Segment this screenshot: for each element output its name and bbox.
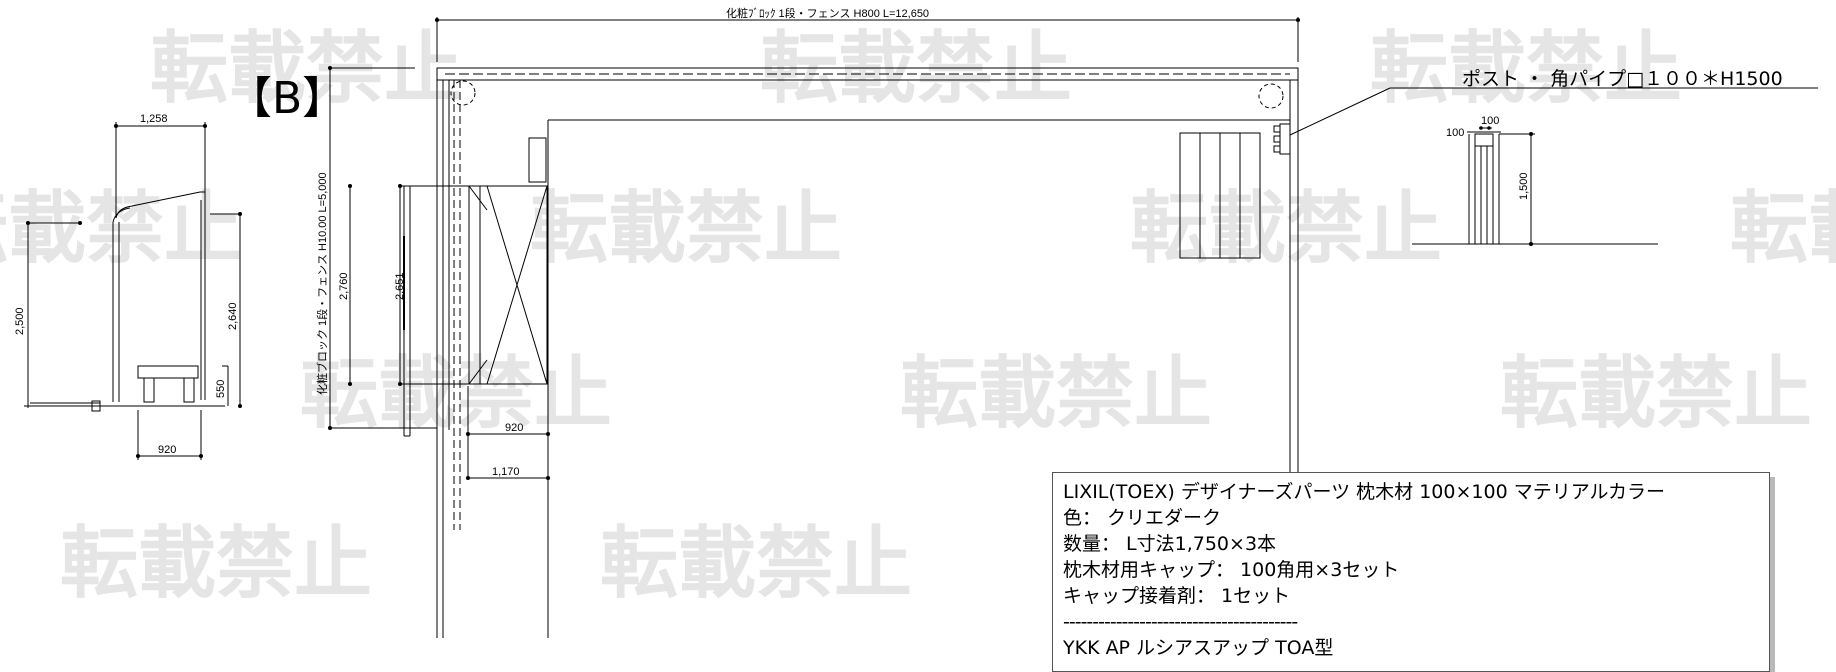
top-fence-label: 化粧ﾌﾞﾛｯｸ 1段・フェンス H800 L=12,650 [726,6,929,20]
note-line-color: 色： クリエダーク [1063,507,1222,529]
dim-550: 550 [215,380,227,398]
watermark-11: 転載禁止 [60,519,372,609]
dim-2651: 2,651 [394,272,406,300]
side-elevation [24,122,241,460]
dim-1258: 1,258 [140,113,168,125]
specification-note: LIXIL(TOEX) デザイナーズパーツ 枕木材 100×100 マテリアルカ… [1052,472,1770,672]
watermark-10: 転載禁止 [1500,349,1812,439]
note-line-product: LIXIL(TOEX) デザイナーズパーツ 枕木材 100×100 マテリアルカ… [1063,481,1665,503]
post-label: ポスト ・ 角パイプ□１００＊H1500 [1462,68,1783,90]
dim-920-plan: 920 [505,422,523,434]
watermark-3: 転載禁止 [1370,24,1682,114]
left-fence-label: 化粧ブロック 1段・フェンス H10.00 L=5,000 [315,172,329,395]
note-line-quantity: 数量： L寸法1,750×3本 [1063,533,1277,555]
note-line-second-product: YKK AP ルシアスアップ TOA型 [1063,637,1334,659]
watermark-6: 転載禁止 [1130,184,1442,274]
watermark-9: 転載禁止 [900,349,1212,439]
note-line-adhesive: キャップ接着剤： 1セット [1063,585,1291,607]
dim-1170: 1,170 [492,466,520,478]
dim-post-100-top: 100 [1481,115,1499,127]
note-line-caps: 枕木材用キャップ： 100角用×3セット [1063,559,1400,581]
dim-2760: 2,760 [338,272,350,300]
watermark-8: 転載禁止 [300,349,612,439]
dim-2500: 2,500 [14,307,26,335]
dim-920-left: 920 [158,444,176,456]
watermark-7: 転載禁止 [1730,184,1836,274]
side-elevation-dimension-dots [26,124,242,458]
post-detail [1412,127,1658,245]
dim-post-1500: 1,500 [1518,172,1530,200]
dim-post-100-side: 100 [1446,127,1464,139]
watermark-4: 転載禁止 [0,184,242,274]
watermark-layer: 転載禁止 転載禁止 転載禁止 転載禁止 転載禁止 転載禁止 転載禁止 転載禁止 … [0,24,1836,609]
cad-drawing: 転載禁止 転載禁止 転載禁止 転載禁止 転載禁止 転載禁止 転載禁止 転載禁止 … [0,6,1836,638]
note-separator: ---------------------------------------- [1063,611,1298,633]
section-mark-b: 【B】 [228,73,346,124]
plan-dimension-dots [328,18,1300,480]
watermark-5: 転載禁止 [530,184,842,274]
post-leader [1289,87,1818,136]
dim-2640: 2,640 [227,302,239,330]
post-detail-dots [1479,126,1533,246]
watermark-2: 転載禁止 [760,24,1072,114]
watermark-1: 転載禁止 [150,24,462,114]
plan-view [329,17,1299,638]
watermark-12: 転載禁止 [600,519,912,609]
